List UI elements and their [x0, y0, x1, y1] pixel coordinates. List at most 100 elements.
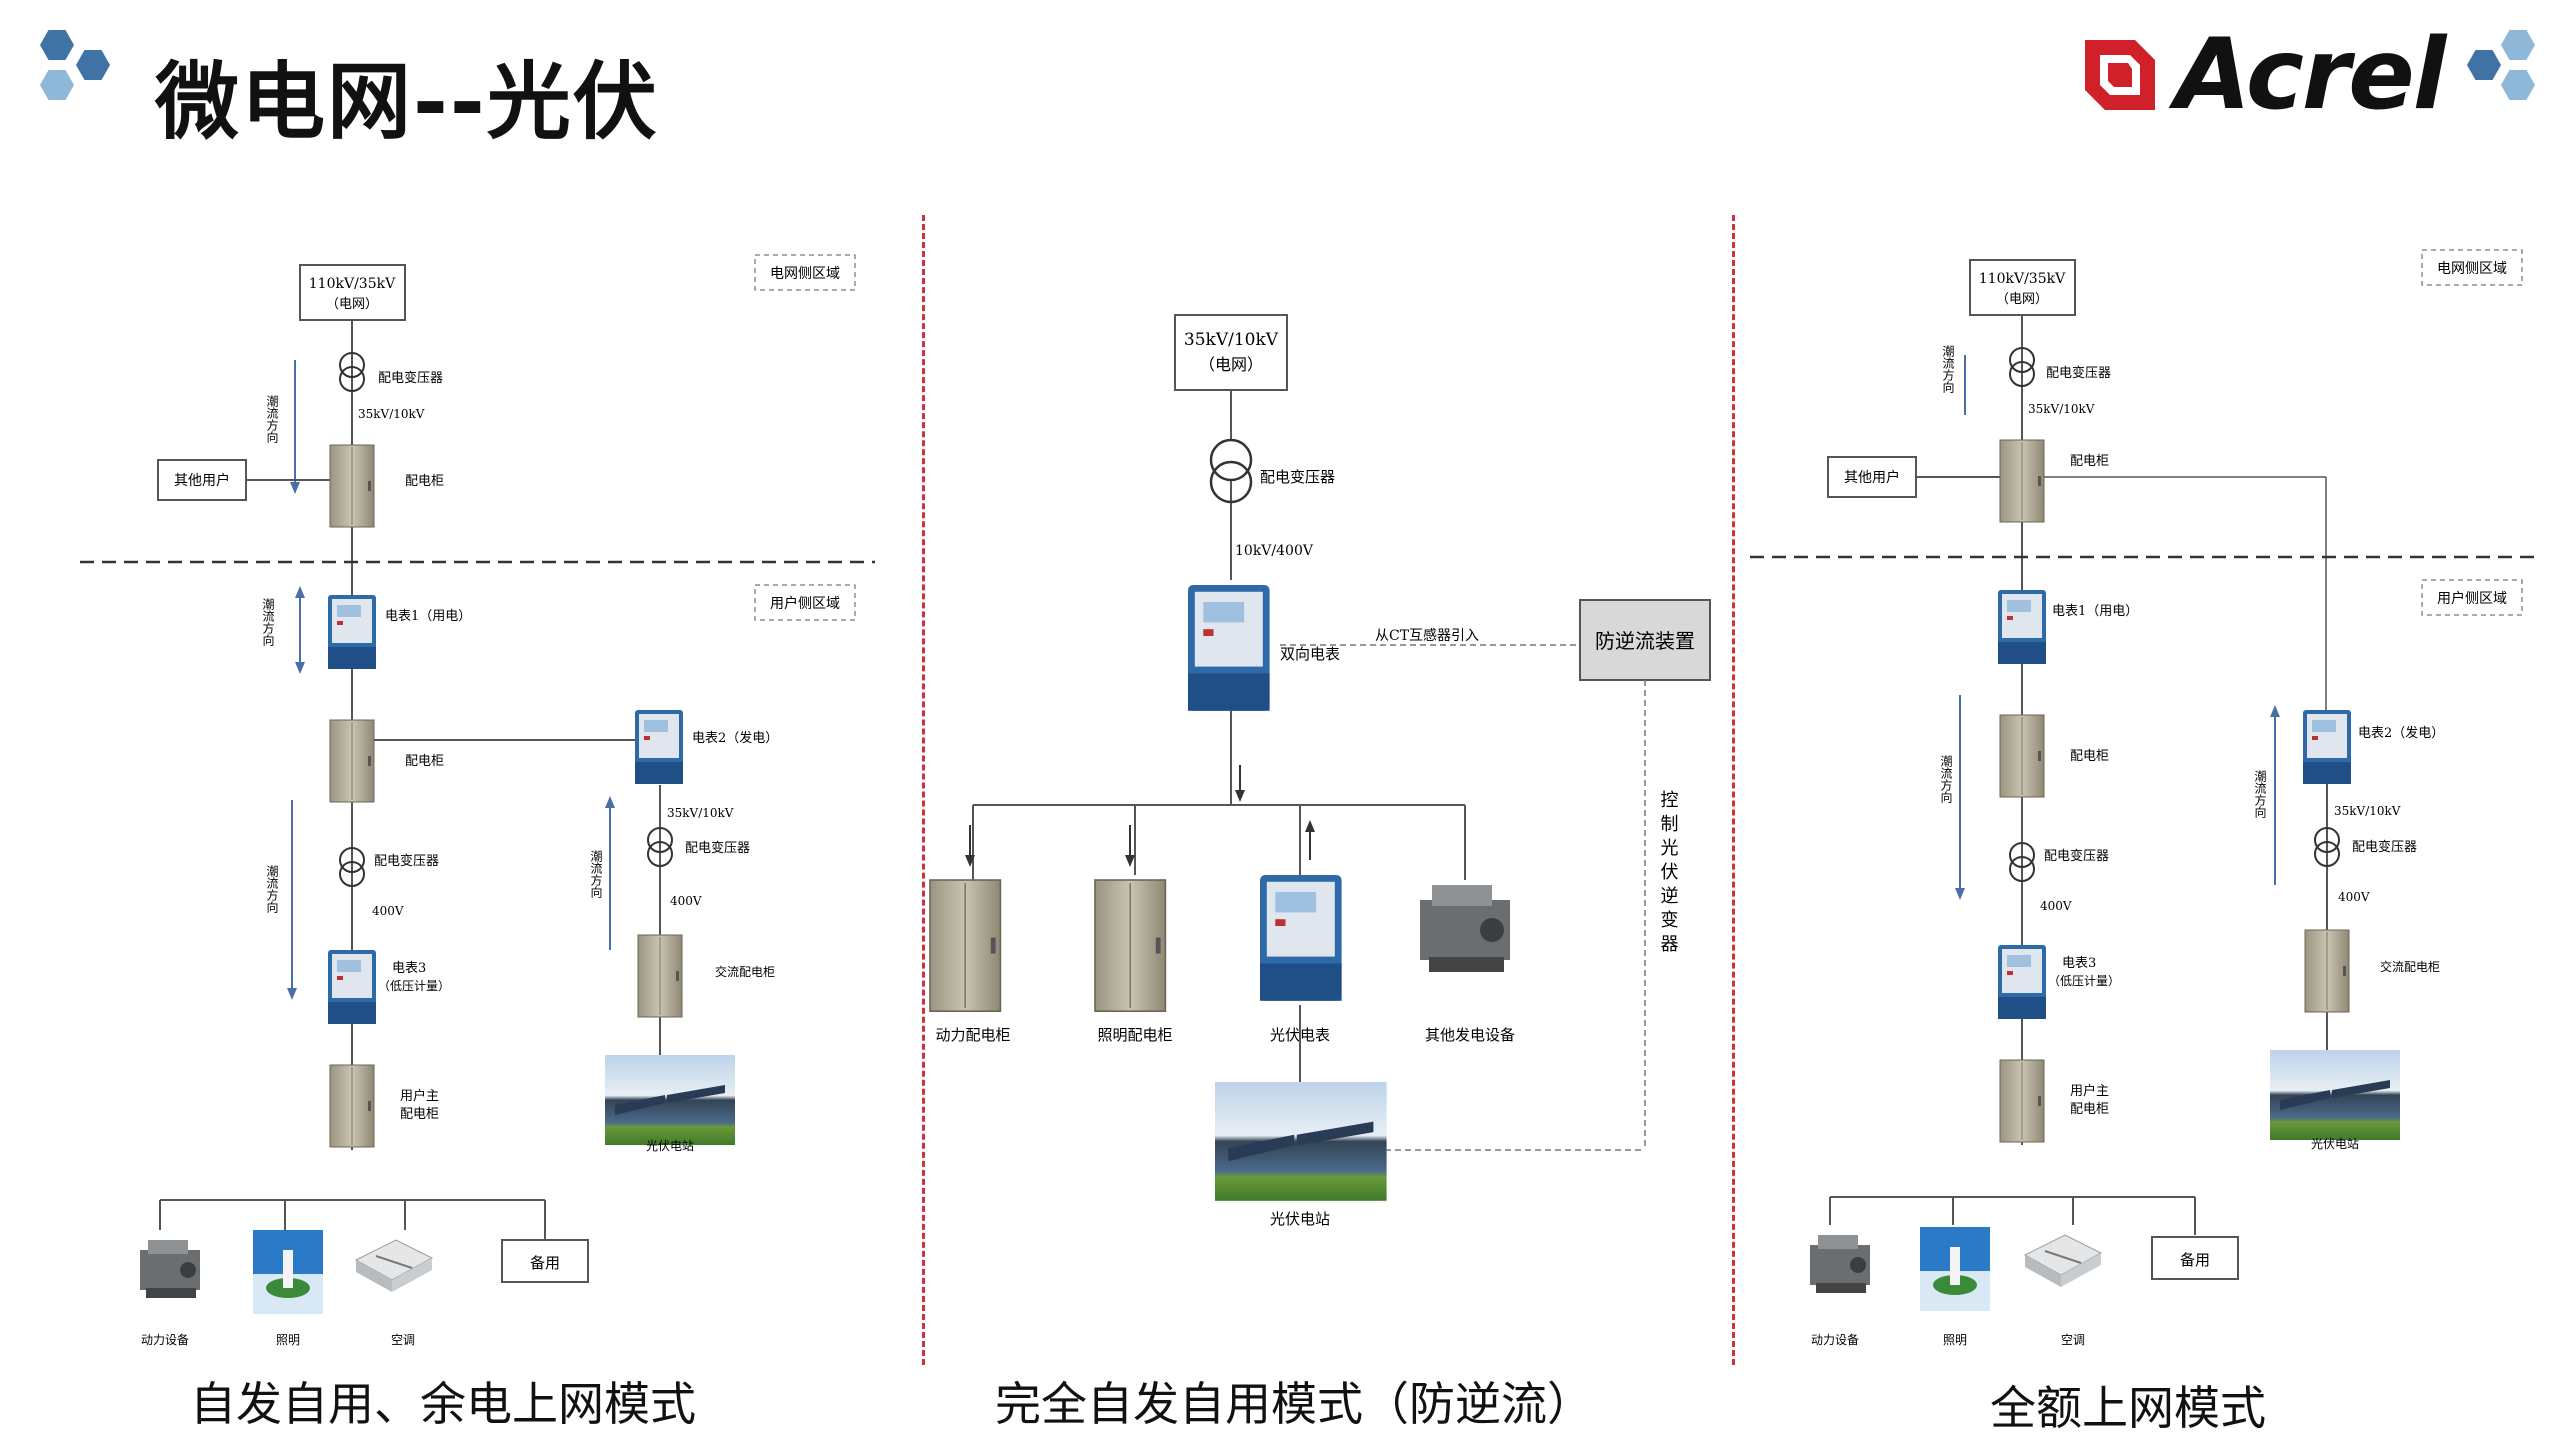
- flow-label-4: 潮流方向: [589, 849, 603, 898]
- r-load-power-label: 动力设备: [1811, 1333, 1859, 1347]
- pv-station-icon: [605, 1055, 735, 1145]
- flow-label-3: 潮流方向: [265, 864, 279, 913]
- user-main-sub: 配电柜: [400, 1107, 439, 1122]
- mid-transformer-label: 配电变压器: [1260, 468, 1335, 486]
- voltage-1-label: 35kV/10kV: [358, 407, 425, 421]
- r-cabinet-icon: [1999, 439, 2045, 523]
- r-load-light-label: 照明: [1943, 1333, 1967, 1347]
- brand-name: Acrel: [2175, 18, 2446, 132]
- load-light-label: 照明: [276, 1333, 300, 1347]
- r-zone-grid-box: [2421, 249, 2523, 286]
- load-power-label: 动力设备: [141, 1333, 189, 1347]
- zone-grid-box: [754, 254, 856, 291]
- cabinet-2-label: 配电柜: [405, 754, 444, 769]
- r-flow-label-3: 潮流方向: [2253, 769, 2267, 818]
- r-transformer-3-label: 配电变压器: [2352, 839, 2417, 855]
- flow-label-2: 潮流方向: [261, 597, 275, 646]
- light-cabinet-icon: [1094, 879, 1167, 1013]
- pv-meter-icon: [1260, 875, 1342, 1001]
- ac-cabinet-label: 交流配电柜: [715, 964, 775, 979]
- r-voltage-400-2-label: 400V: [2338, 890, 2370, 904]
- meter2-icon: [635, 710, 683, 784]
- r-voltage-400-label: 400V: [2040, 899, 2072, 913]
- r-spare-box: [2151, 1236, 2239, 1280]
- grid-source-sub: （电网）: [326, 297, 378, 312]
- r-ac-cabinet-label: 交流配电柜: [2380, 959, 2440, 974]
- transformer-label: 配电变压器: [378, 370, 443, 386]
- meter3-icon: [328, 950, 376, 1024]
- user-main-label: 用户主: [400, 1088, 439, 1104]
- diagram-self-use-surplus: 110kV/35kV （电网） 电网侧区域 用户侧区域 配电变压器 35kV/1…: [80, 254, 875, 1347]
- caption-left: 自发自用、余电上网模式: [190, 1377, 696, 1431]
- zone-user-label: 用户侧区域: [770, 595, 840, 612]
- anti-reverse-label: 防逆流装置: [1595, 629, 1695, 653]
- mid-voltage-label: 10kV/400V: [1235, 543, 1314, 559]
- r-lighting-icon: [1920, 1227, 1990, 1311]
- ac-cabinet-icon: [637, 934, 683, 1018]
- r-flow-label-1: 潮流方向: [1941, 344, 1955, 393]
- light-cabinet-label: 照明配电柜: [1097, 1026, 1172, 1044]
- voltage-400-label: 400V: [372, 904, 404, 918]
- cabinet-icon: [329, 444, 375, 528]
- brand-mark-icon: [2085, 40, 2155, 110]
- air-conditioner-icon: [355, 1239, 433, 1293]
- mid-transformer-icon: [1209, 438, 1253, 482]
- caption-middle: 完全自发自用模式（防逆流）: [995, 1377, 1593, 1431]
- brand-hex-icon: [2465, 30, 2555, 110]
- r-meter2-icon: [2303, 710, 2351, 784]
- cabinet-label: 配电柜: [405, 474, 444, 489]
- transformer-2-label: 配电变压器: [374, 853, 439, 869]
- meter3-sub: （低压计量）: [378, 979, 450, 993]
- r-meter1-icon: [1998, 590, 2046, 664]
- spare-box: [501, 1239, 589, 1283]
- mid-grid-source-box: [1174, 314, 1288, 391]
- other-users-label: 其他用户: [174, 472, 230, 489]
- ct-note: 从CT互感器引入: [1375, 627, 1479, 644]
- meter1-icon: [328, 595, 376, 669]
- other-users-box: [157, 459, 247, 501]
- r-cabinet-2-icon: [1999, 714, 2045, 798]
- page-title: 微电网--光伏: [155, 53, 659, 151]
- bidir-meter-icon: [1188, 585, 1270, 711]
- power-cabinet-icon: [929, 879, 1002, 1013]
- flow-label-1: 潮流方向: [265, 394, 279, 443]
- r-meter2-label: 电表2（发电）: [2358, 725, 2444, 741]
- r-pv-station-icon: [2270, 1050, 2400, 1140]
- power-cabinet-label: 动力配电柜: [935, 1026, 1010, 1044]
- r-voltage-1-label: 35kV/10kV: [2028, 402, 2095, 416]
- r-meter1-label: 电表1（用电）: [2052, 604, 2138, 619]
- r-transformer-2-label: 配电变压器: [2044, 848, 2109, 864]
- mid-pv-station-icon: [1215, 1082, 1387, 1201]
- r-zone-grid-label: 电网侧区域: [2437, 261, 2507, 277]
- zone-user-box: [754, 584, 856, 621]
- r-spare-label: 备用: [2180, 1251, 2210, 1269]
- mid-grid-source-sub: （电网）: [1199, 355, 1263, 374]
- voltage-400-2-label: 400V: [670, 894, 702, 908]
- r-air-conditioner-icon: [2024, 1234, 2102, 1288]
- lighting-icon: [253, 1230, 323, 1314]
- mid-pv-station-label: 光伏电站: [1270, 1210, 1330, 1228]
- logo-hex-icon: [36, 30, 126, 110]
- mid-grid-source-label: 35kV/10kV: [1184, 330, 1279, 350]
- r-power-equipment-icon: [1810, 1235, 1870, 1293]
- r-grid-source-sub: （电网）: [1996, 292, 2048, 307]
- bidir-meter-label: 双向电表: [1280, 645, 1340, 663]
- r-flow-label-2: 潮流方向: [1939, 754, 1953, 803]
- r-meter3-label: 电表3: [2062, 956, 2096, 971]
- r-meter3-icon: [1998, 945, 2046, 1019]
- r-other-users-box: [1827, 456, 1917, 498]
- meter1-label: 电表1（用电）: [385, 609, 471, 624]
- r-cabinet-label: 配电柜: [2070, 454, 2109, 469]
- r-zone-user-label: 用户侧区域: [2437, 590, 2507, 607]
- r-meter3-sub: （低压计量）: [2048, 974, 2120, 988]
- diagram-full-self-use: 35kV/10kV （电网） 配电变压器 10kV/400V 双向电表 从CT互…: [929, 314, 1711, 1228]
- meter3-label: 电表3: [392, 961, 426, 976]
- r-ac-cabinet-icon: [2304, 929, 2350, 1013]
- r-voltage-2-label: 35kV/10kV: [2334, 804, 2401, 818]
- divider-left: [922, 215, 925, 1365]
- user-main-cabinet-icon: [329, 1064, 375, 1148]
- r-user-main-sub: 配电柜: [2070, 1102, 2109, 1117]
- anti-reverse-box: [1579, 599, 1711, 681]
- r-grid-source-label: 110kV/35kV: [1979, 271, 2066, 287]
- voltage-2-label: 35kV/10kV: [667, 806, 734, 820]
